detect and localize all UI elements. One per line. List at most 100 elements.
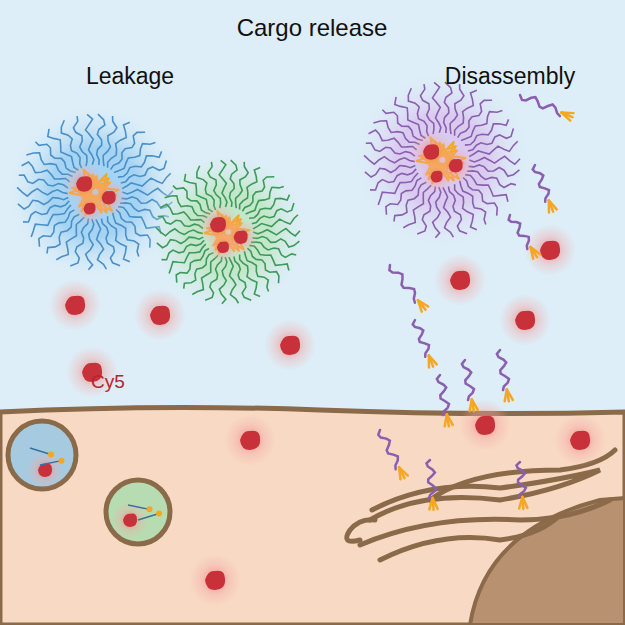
polymer-chain: [208, 162, 221, 208]
unimer: [462, 360, 478, 411]
polymer-chain: [437, 375, 449, 415]
polymer-chain: [365, 166, 415, 178]
polymer-chain: [443, 187, 454, 237]
cy5-dye: [264, 319, 316, 371]
cy5-dye: [74, 193, 105, 224]
polymer-chain: [197, 166, 216, 210]
polymer-chain: [157, 237, 204, 248]
polymer-chain: [18, 198, 68, 210]
polymer-chain: [252, 203, 294, 224]
polymer-chain: [128, 505, 150, 509]
polymer-chain: [389, 265, 415, 303]
unimer: [520, 95, 573, 121]
cy5-dye: [459, 399, 511, 451]
polymer-chain: [253, 215, 298, 229]
dye-blob: [570, 431, 590, 450]
mechanism-label: Disassembly: [445, 63, 575, 90]
dye-glow: [554, 414, 606, 466]
polymer-chain: [366, 143, 415, 156]
cy5-dye: [524, 224, 576, 276]
dye-glow: [524, 224, 576, 276]
extracellular-space: [0, 0, 625, 420]
polymer-chain: [158, 216, 203, 228]
polymer-chain: [19, 175, 68, 188]
polymer-chain: [469, 165, 520, 176]
hydrophobic-tail: [147, 506, 153, 512]
endosome: [8, 421, 76, 489]
polymer-chain: [433, 82, 441, 132]
polymer-chain: [73, 116, 87, 166]
dye-glow: [434, 254, 486, 306]
polymer-chain: [40, 461, 62, 465]
dye-blob: [217, 242, 229, 254]
polymer-chain: [253, 237, 300, 247]
unimer: [389, 265, 428, 312]
cy5-dye: [189, 554, 241, 606]
polymer-chain: [101, 219, 120, 266]
polymer-chain: [247, 248, 279, 283]
hydrophobic-tail: [505, 389, 507, 401]
polymer-chain: [520, 95, 560, 116]
polymer-chain: [420, 84, 434, 134]
polymer-chain: [417, 187, 435, 235]
polymer-chain: [462, 360, 474, 400]
polymer-chain: [517, 462, 526, 497]
polymer-chain: [219, 160, 227, 207]
dye-blob: [210, 217, 226, 232]
polymer-chain: [70, 219, 88, 267]
polymer-chain: [86, 219, 94, 270]
polymer-chain: [31, 205, 71, 237]
cy5-dye: [207, 232, 238, 263]
polymer-chain: [39, 210, 75, 247]
polymer-chain: [118, 151, 162, 177]
dye-glow: [207, 232, 238, 263]
polymer-chain: [382, 110, 422, 141]
dye-blob: [450, 271, 470, 290]
micelle: [352, 70, 532, 250]
dye-glow: [421, 161, 452, 192]
dye-blob: [205, 571, 225, 590]
dye-glow: [459, 399, 511, 451]
polymer-chain: [249, 195, 289, 219]
cy5-dye: [134, 289, 186, 341]
dye-glow: [499, 294, 551, 346]
polymer-chain: [253, 229, 300, 236]
polymer-chain: [169, 244, 206, 274]
dye-glow: [134, 289, 186, 341]
cy5-dye: [421, 161, 452, 192]
polymer-chain: [108, 216, 130, 262]
cy5-dye: [499, 294, 551, 346]
polymer-chain: [427, 460, 436, 498]
polymer-chain: [30, 448, 51, 455]
polymer-chain: [433, 187, 441, 238]
polymer-chain: [509, 215, 529, 249]
hydrophobic-tail: [428, 355, 431, 367]
unimer: [533, 165, 557, 212]
polymer-chain: [234, 257, 251, 301]
polymer-chain: [176, 249, 209, 283]
polymer-chain: [497, 350, 509, 390]
dye-glow: [49, 279, 101, 331]
unimer: [378, 430, 408, 479]
polymer-chain: [205, 257, 222, 301]
dye-blob: [431, 171, 443, 183]
polymer-chain: [413, 320, 429, 357]
polymer-chain: [364, 155, 415, 164]
cy5-dye: [27, 452, 63, 488]
polymer-chain: [469, 156, 520, 164]
dye-blob: [475, 416, 495, 435]
hydrophobic-tail: [445, 414, 447, 426]
hydrophobic-tail: [561, 113, 570, 121]
polymer-chain: [448, 187, 467, 234]
polymer-chain: [219, 257, 227, 304]
unimer: [437, 375, 453, 426]
hydrophobic-tail: [470, 399, 472, 411]
polymer-chain: [96, 219, 107, 269]
dye-blob: [280, 336, 300, 355]
polymer-chain: [408, 88, 428, 136]
dye-blob: [515, 311, 535, 330]
hydrophobic-tail: [519, 497, 522, 509]
dye-blob: [540, 241, 560, 260]
polymer-chain: [48, 129, 79, 170]
